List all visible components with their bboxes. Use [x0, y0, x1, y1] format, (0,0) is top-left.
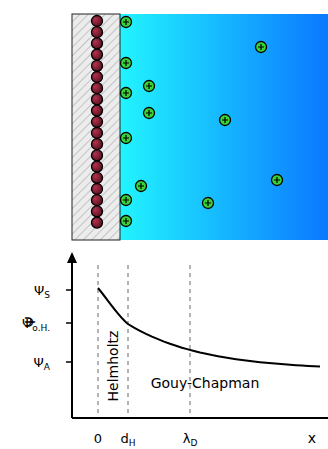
charge-circle: [92, 161, 103, 172]
charge-circle: [92, 128, 103, 139]
charge-circle: [144, 108, 155, 119]
charge-circle: [272, 175, 283, 186]
plus-sign: [258, 44, 264, 50]
charge-circle: [92, 27, 103, 38]
plus-sign: [138, 183, 144, 189]
charge-circle: [92, 49, 103, 60]
plus-sign: [123, 90, 129, 96]
boundary-lines: [98, 265, 190, 417]
charge-circle: [92, 184, 103, 195]
charge-circle: [136, 181, 147, 192]
potential-curve: [98, 288, 320, 367]
charge-circle: [144, 81, 155, 92]
region-label: Gouy-Chapman: [151, 376, 260, 390]
cations: [121, 17, 283, 227]
charge-circle: [92, 60, 103, 71]
plus-sign: [146, 83, 152, 89]
charge-circle: [92, 150, 103, 161]
charge-circle: [92, 38, 103, 49]
plus-sign: [123, 19, 129, 25]
charge-circle: [92, 139, 103, 150]
plus-sign: [123, 60, 129, 66]
plus-sign: [123, 197, 129, 203]
axis-label: x: [308, 431, 316, 445]
charge-circle: [121, 195, 132, 206]
charge-circle: [203, 198, 214, 209]
plus-sign: [146, 110, 152, 116]
charge-circle: [121, 17, 132, 28]
axis-tick-label: 0: [94, 432, 102, 445]
charge-circle: [220, 115, 231, 126]
charge-circle: [256, 42, 267, 53]
charge-circle: [92, 105, 103, 116]
charge-circle: [92, 16, 103, 27]
tick-label: ΨS: [34, 284, 50, 297]
charge-circle: [92, 195, 103, 206]
charge-circle: [92, 116, 103, 127]
axis-tick-label: dH: [120, 432, 135, 445]
plus-sign: [274, 177, 280, 183]
electrode: [72, 14, 120, 240]
charge-circle: [121, 88, 132, 99]
surface-charges: [92, 16, 103, 229]
charge-circle: [92, 72, 103, 83]
plus-sign: [123, 218, 129, 224]
plus-sign: [123, 135, 129, 141]
plus-sign: [205, 200, 211, 206]
electrolyte: [120, 14, 328, 240]
charge-circle: [121, 216, 132, 227]
charge-circle: [92, 83, 103, 94]
charge-circle: [92, 217, 103, 228]
axis-tick-label: λD: [183, 432, 198, 445]
tick-label: Ψo.H.: [22, 317, 50, 330]
charge-circle: [92, 172, 103, 183]
charge-circle: [92, 94, 103, 105]
region-label: Helmholtz: [106, 331, 120, 402]
charge-circle: [121, 133, 132, 144]
axis-arrow: [67, 252, 77, 263]
tick-label: ΨA: [34, 356, 50, 369]
graph-axes: [66, 260, 328, 418]
charge-circle: [92, 206, 103, 217]
plus-sign: [222, 117, 228, 123]
charge-circle: [121, 58, 132, 69]
